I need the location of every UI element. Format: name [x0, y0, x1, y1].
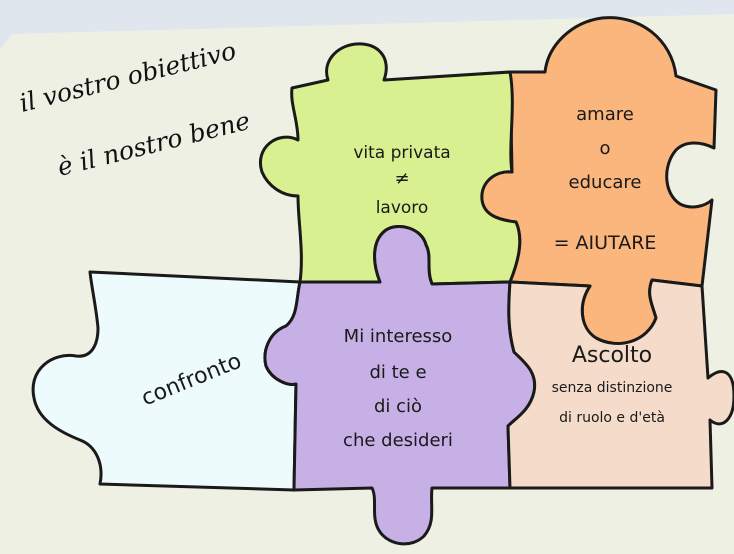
beige-piece-title: Ascolto — [572, 343, 652, 368]
green-piece-text-3: lavoro — [376, 198, 429, 218]
beige-piece-text-3: di ruolo e d'età — [559, 410, 665, 426]
orange-piece-text-2: o — [599, 138, 610, 159]
purple-piece-text-1: Mi interesso — [344, 326, 453, 347]
green-piece-text-1: vita privata — [353, 143, 450, 163]
beige-piece-text-2: senza distinzione — [552, 380, 673, 396]
orange-piece-text-1: amare — [576, 104, 634, 125]
purple-piece-text-4: che desideri — [343, 430, 453, 451]
orange-piece-text-4: = AIUTARE — [554, 232, 657, 254]
purple-piece-text-3: di ciò — [374, 396, 422, 417]
green-piece-text-2: ≠ — [394, 168, 409, 189]
purple-piece-text-2: di te e — [369, 362, 426, 383]
orange-piece-text-3: educare — [569, 172, 642, 193]
